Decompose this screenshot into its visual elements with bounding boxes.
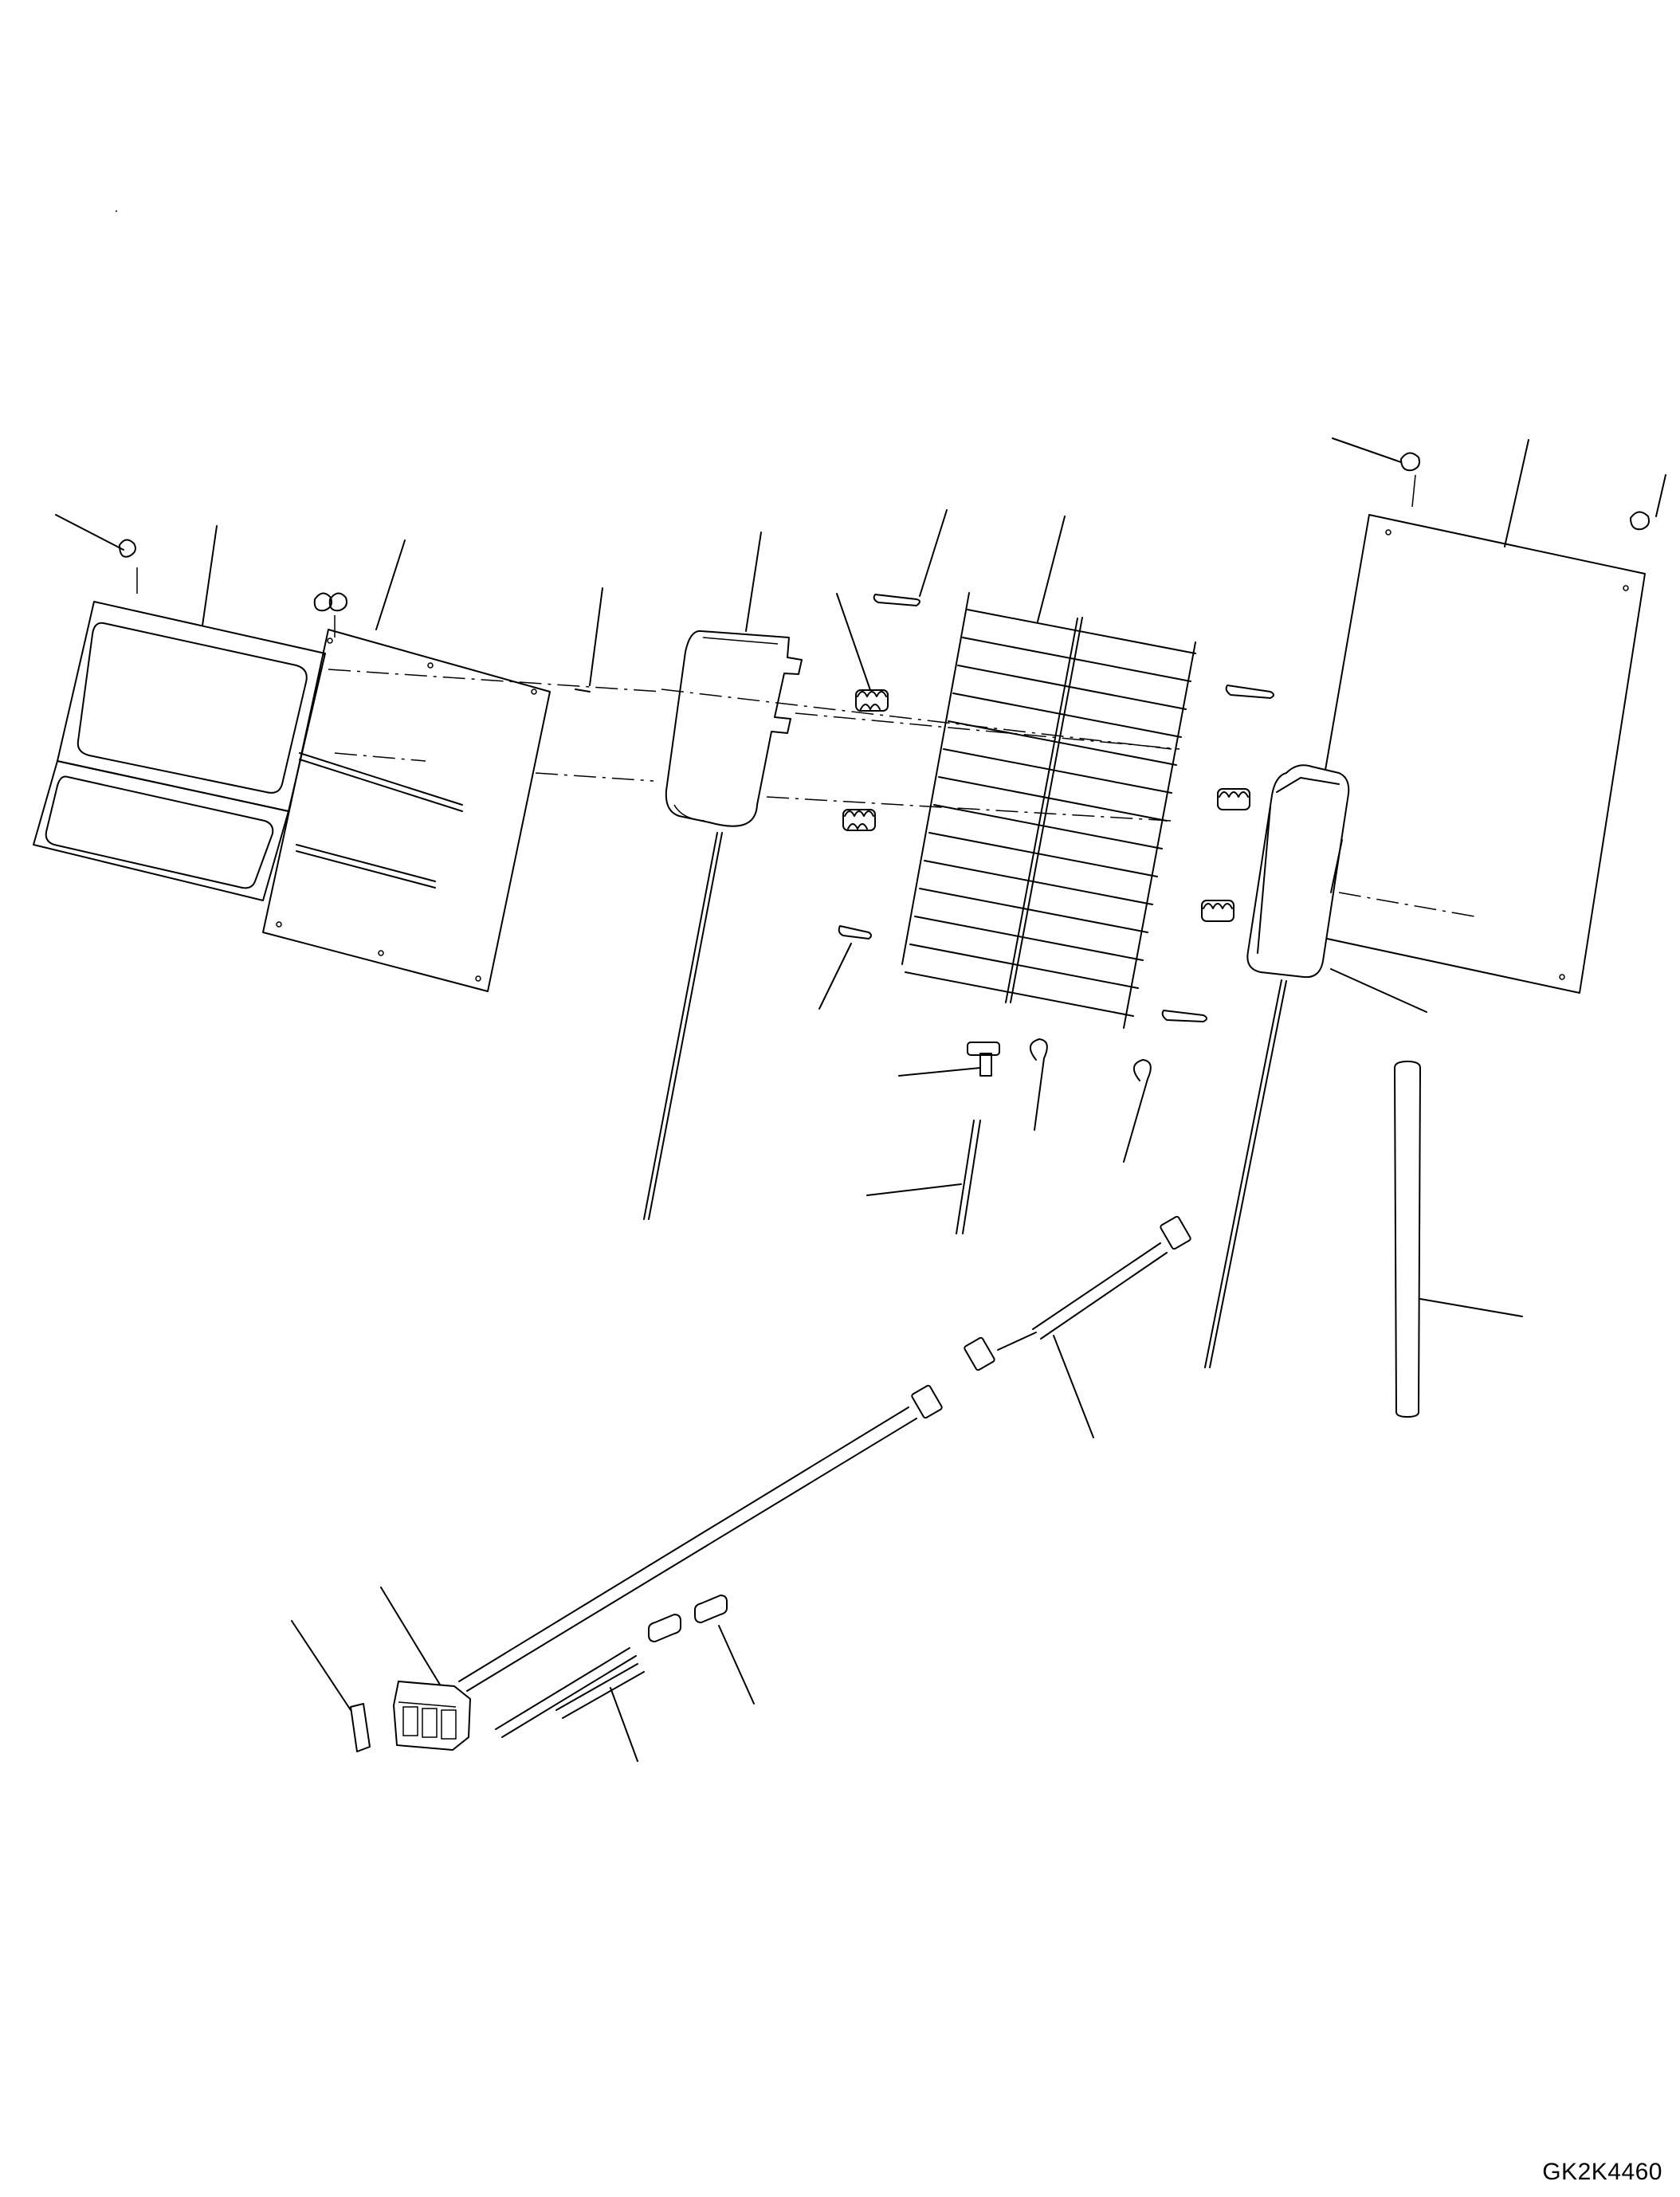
cover-plate-icon [291,1620,371,1752]
side-panel-icon [1297,514,1646,994]
wire-guard-icon [901,592,1196,1029]
wing-nut-right-icon [1332,437,1666,531]
leader-side-panel [1504,439,1529,547]
tube-icon [866,1120,981,1234]
coil-spring-icon [842,689,1250,922]
leader-cover [745,532,762,632]
drawing-reference-code: GK2K4460 [1542,2159,1662,2185]
wire-harness-icon [458,1215,1191,1692]
fuse-icon [495,1595,755,1762]
cable-tie-icon [1030,1038,1152,1163]
switch-block-icon [380,1587,472,1752]
tee-fitting-icon [898,1042,1000,1077]
leader-spring [836,593,871,691]
leader-window [202,525,218,626]
wing-nut-pair-icon [313,592,347,638]
leader-guard [1037,516,1066,622]
heater-cover-icon [643,630,803,1220]
blower-housing-icon [1204,764,1427,1368]
cab-panel-icon [262,629,551,992]
hose-icon [1394,1061,1523,1418]
leader-panel [375,539,406,630]
wing-nut-left-icon [55,514,138,594]
front-window-glass-icon [33,210,326,901]
pin-icon [575,587,603,692]
clip-icon [818,509,1274,1022]
